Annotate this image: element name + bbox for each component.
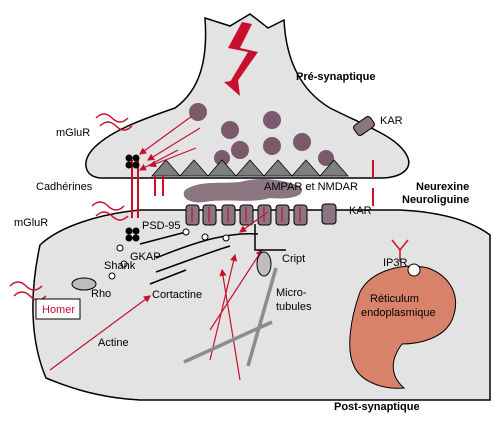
scaffold-dots [108,228,230,280]
pre-arrows [138,115,201,171]
label-reticulum-2: endoplasmique [361,307,436,319]
scaffold-lines [139,224,286,285]
lightning-arrowhead-icon [224,80,240,96]
label-neurexine: Neurexine [416,181,469,193]
label-rho: Rho [91,288,111,300]
cript-protein [256,251,272,277]
label-homer: Homer [42,304,75,316]
rho-protein [71,277,97,291]
label-mglur-left: mGluR [14,217,48,229]
actin-filaments [49,211,269,381]
kar-mid-receptor [321,203,337,225]
homer-box [35,298,81,320]
label-kar-mid: KAR [349,205,372,217]
kar-pre-receptor [353,116,375,136]
label-microtubules-1: Micro- [276,287,307,299]
receptor-red-strands [191,207,301,222]
endoplasmic-reticulum [349,265,457,389]
label-ampar-nmdar: AMPAR et NMDAR [264,181,358,193]
label-cript: Cript [282,253,305,265]
label-microtubules-2: tubules [276,301,312,313]
label-ip3r: IP3R [383,257,408,269]
label-actine: Actine [98,337,129,349]
synaptic-vesicles [189,103,334,166]
label-cadherines: Cadhérines [36,181,93,193]
label-pre-synaptique: Pré-synaptique [296,71,375,83]
label-gkap: GKAP [130,251,161,263]
ip3r-channel [407,263,421,277]
label-post-synaptique: Post-synaptique [334,401,420,413]
label-mglur-top: mGluR [56,127,90,139]
label-cortactine: Cortactine [152,289,202,301]
cadherin-bars [131,160,164,218]
pre-synaptic-membrane [85,13,410,179]
neuroliguine-receptor [391,239,409,262]
label-psd95: PSD-95 [142,220,181,232]
active-zone-triangles [151,159,349,177]
black-dot-clusters [125,154,140,242]
microtubules [183,267,278,367]
label-kar-top: KAR [380,115,403,127]
label-neuroliguine: Neuroliguine [402,194,469,206]
action-potential-icon [228,22,258,86]
label-reticulum-1: Réticulum [370,293,419,305]
label-shank: Shank [104,260,136,272]
glutamate-cloud [183,179,302,203]
